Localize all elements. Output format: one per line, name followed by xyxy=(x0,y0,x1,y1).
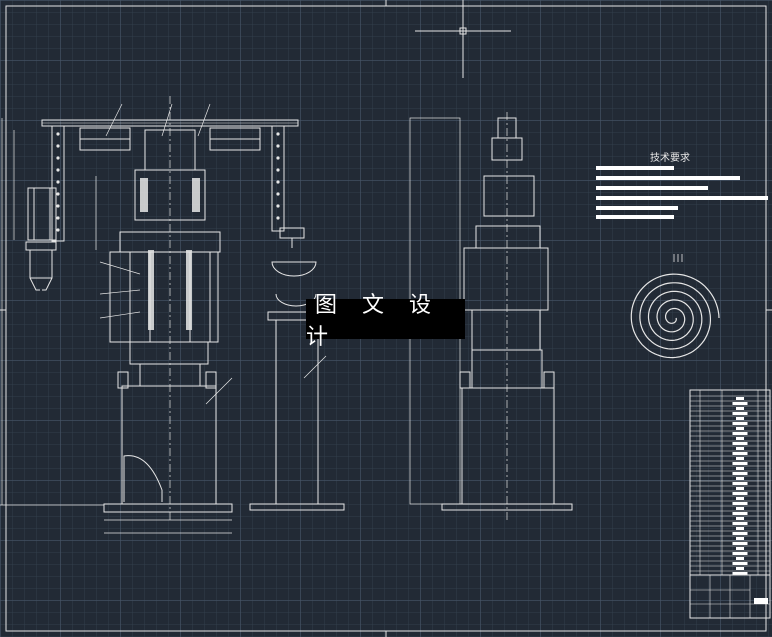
spiral-detail xyxy=(630,254,720,359)
front-view xyxy=(0,96,317,534)
watermark-label: 图 文 设 计 xyxy=(306,293,465,350)
section-hatch xyxy=(140,178,200,330)
tech-requirements-title: 技术要求 xyxy=(650,153,690,164)
parts-list-entries xyxy=(732,397,748,575)
crosshair-cursor-icon[interactable] xyxy=(415,0,511,78)
parts-list-table xyxy=(689,389,771,619)
left-chain-links xyxy=(56,132,60,232)
right-chain-links xyxy=(276,132,280,220)
side-stand xyxy=(249,293,345,511)
tech-requirement-lines xyxy=(596,166,768,219)
